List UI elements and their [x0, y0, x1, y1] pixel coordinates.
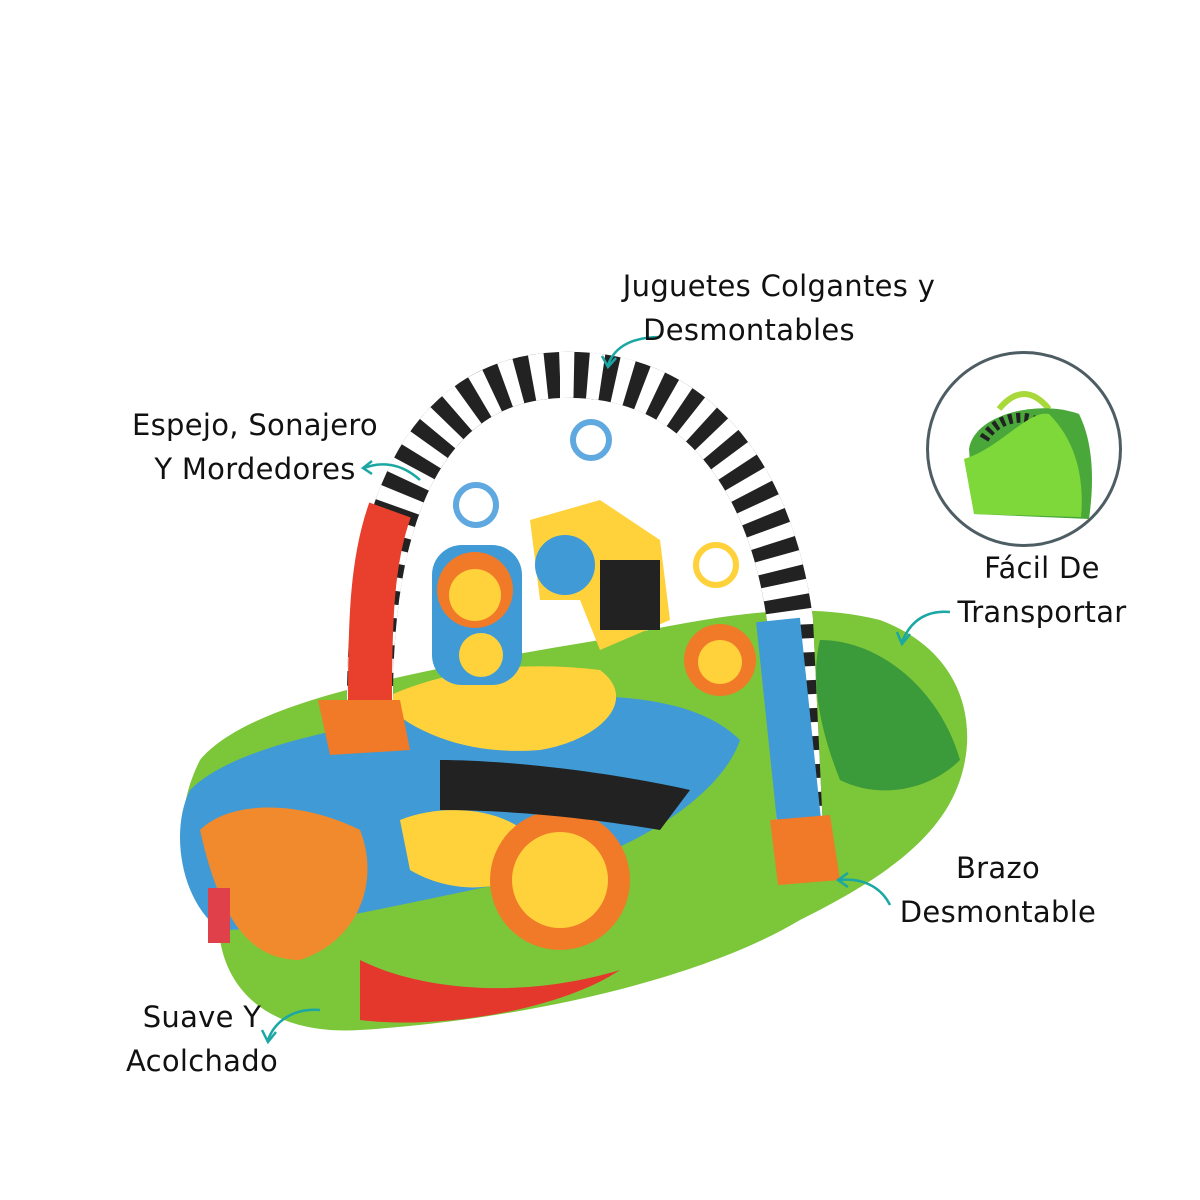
label-line: Desmontables — [643, 313, 855, 347]
label-line: Y Mordedores — [154, 452, 356, 486]
label-detachable-arm: Brazo Desmontable — [886, 846, 1110, 934]
carry-bag-icon — [964, 391, 1092, 519]
label-line: Juguetes Colgantes y — [622, 269, 936, 303]
label-easy-transport: Fácil De Transportar — [946, 546, 1138, 634]
arrow-mirror — [363, 463, 421, 481]
label-line: Transportar — [957, 595, 1127, 629]
label-soft-padded: Suave Y Acolchado — [112, 995, 292, 1083]
arrow-transport — [900, 610, 951, 643]
label-mirror-rattle: Espejo, Sonajero Y Mordedores — [120, 403, 390, 491]
label-hanging-toys: Juguetes Colgantes y Desmontables — [604, 264, 954, 352]
label-line: Suave Y — [142, 1000, 262, 1034]
callout-arrows — [260, 335, 951, 1045]
label-line: Desmontable — [899, 895, 1097, 929]
arrow-arm — [839, 878, 892, 906]
label-line: Acolchado — [125, 1044, 279, 1078]
hanging-toys — [432, 419, 756, 696]
play-mat — [180, 610, 968, 1031]
carry-bag-inset-image — [926, 351, 1122, 547]
arrow-soft — [266, 1008, 321, 1041]
label-line: Fácil De — [984, 551, 1100, 585]
zebra-arch — [318, 351, 840, 885]
label-line: Espejo, Sonajero — [132, 408, 378, 442]
label-line: Brazo — [955, 851, 1041, 885]
arrow-hanging-toys — [606, 335, 661, 366]
